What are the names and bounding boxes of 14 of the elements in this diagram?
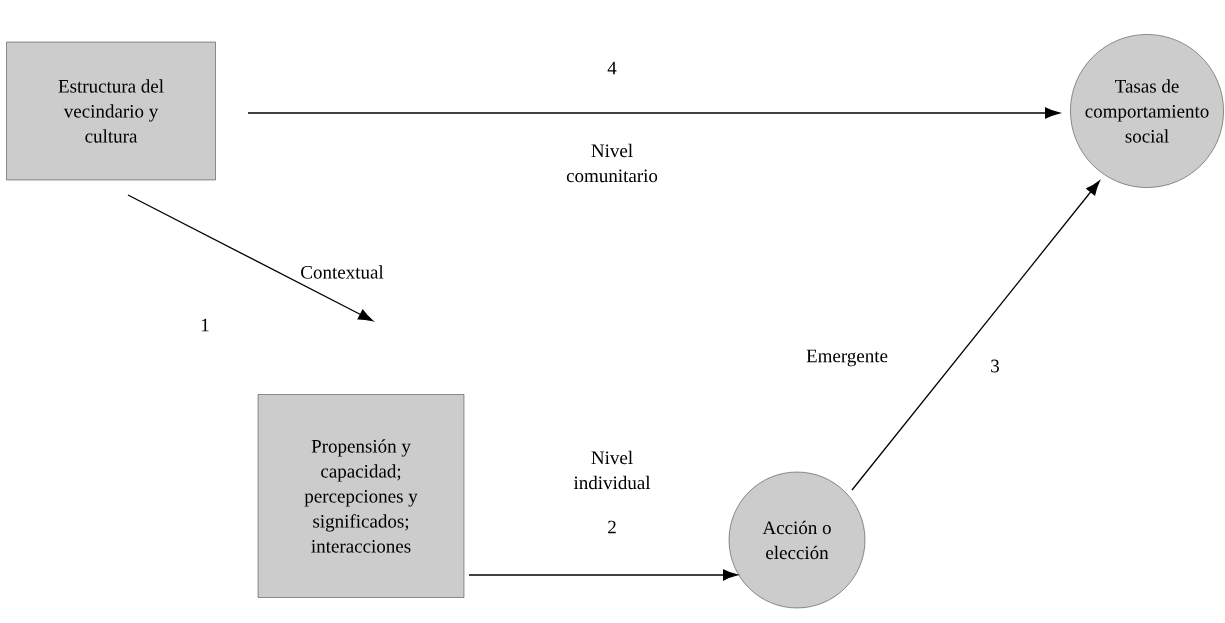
level-label: Nivel comunitario	[566, 143, 658, 183]
arrow	[468, 569, 738, 581]
arrow	[127, 194, 374, 322]
edge-label: 3	[989, 358, 1001, 374]
process-box: Estructura del vecindario y cultura	[6, 41, 216, 181]
level-label: Nivel individual	[573, 450, 651, 490]
arrow	[247, 107, 1060, 119]
level-label: Emergente	[806, 349, 888, 367]
edge-label: 4	[606, 60, 618, 76]
edge-label: 1	[199, 317, 211, 333]
arrow	[851, 180, 1100, 491]
edge-label: 2	[606, 519, 618, 535]
level-label: Contextual	[301, 265, 384, 279]
process-box: Propensión y capacidad; percepciones y significados; interacciones	[257, 394, 465, 598]
